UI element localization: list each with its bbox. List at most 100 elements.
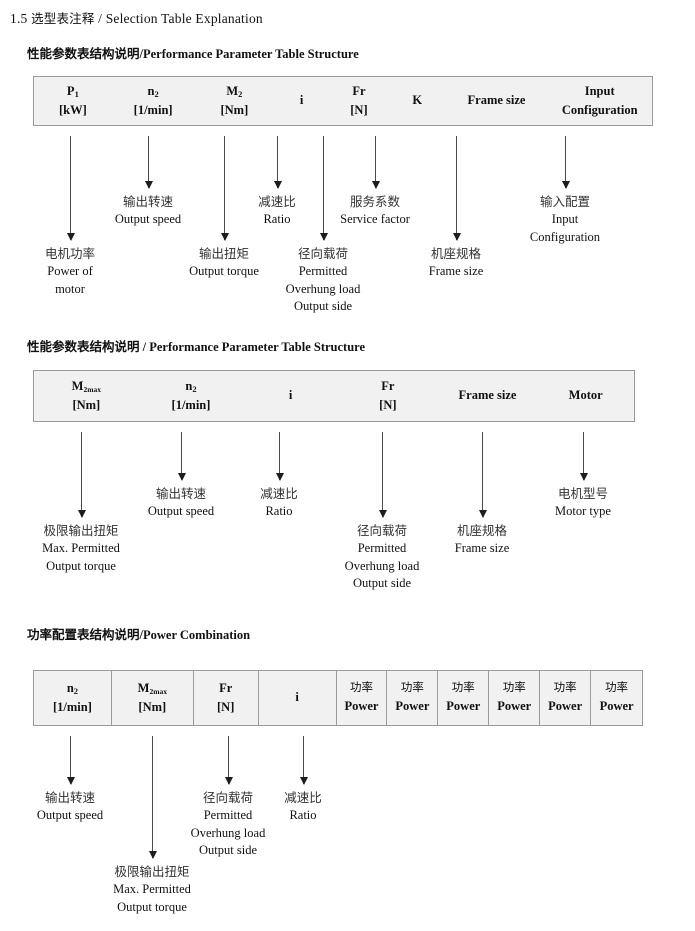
note-max-output-torque-3-en2: Output torque	[117, 899, 187, 914]
table-3-col-power-6: 功率 Power	[591, 671, 642, 725]
section-title-en: Selection Table Explanation	[105, 11, 263, 26]
table-3-col-power-4-cn: 功率	[502, 680, 526, 695]
note-frame-size-2-cn: 机座规格	[456, 523, 507, 538]
arrow-to-overhung-load-1	[319, 136, 328, 241]
table-2-col-fr: Fr [N]	[338, 371, 438, 421]
arrow-to-ratio-2	[275, 432, 284, 481]
note-motor-type: 电机型号 Motor type	[555, 485, 611, 521]
table-3-col-n2: n2 [1/min]	[34, 671, 112, 725]
note-output-torque-1-en1: Output torque	[189, 263, 259, 278]
table-3-col-power-5: 功率 Power	[540, 671, 592, 725]
note-overhung-load-3: 径向载荷 Permitted Overhung load Output side	[191, 789, 266, 860]
table-3-col-power-1: 功率 Power	[337, 671, 388, 725]
table-1-col-i: i	[274, 77, 329, 125]
table-1-col-input-configuration-line2: Configuration	[561, 103, 638, 117]
table-3-col-power-3-en: Power	[446, 699, 481, 714]
table-1-col-fr: Fr [N]	[329, 77, 389, 125]
table-3-col-power-1-en: Power	[344, 699, 379, 714]
table-3-col-n2-sub: 2	[73, 685, 79, 696]
table-1-col-m2-unit: [Nm]	[220, 103, 249, 117]
arrow-to-output-speed-2	[177, 432, 186, 481]
arrow-to-ratio-1	[273, 136, 282, 189]
table-3-col-power-6-en: Power	[599, 699, 634, 714]
table-3-col-power-4: 功率 Power	[489, 671, 541, 725]
note-frame-size-2-en1: Frame size	[454, 540, 510, 555]
note-input-configuration: 输入配置 Input Configuration	[530, 193, 600, 246]
section-title-cn: 选型表注释	[31, 11, 95, 26]
note-max-output-torque-3-en1: Max. Permitted	[113, 881, 191, 896]
arrow-to-output-speed-1	[144, 136, 153, 189]
table-3-col-fr-symbol: Fr	[219, 680, 233, 695]
arrow-to-max-output-torque-3	[148, 736, 157, 859]
table-2-col-fr-symbol: Fr	[381, 378, 395, 393]
note-max-output-torque-2-cn: 极限输出扭矩	[43, 523, 119, 538]
note-frame-size-1: 机座规格 Frame size	[429, 245, 484, 281]
table-3-col-m2max-symbol: M	[137, 680, 150, 695]
table-1-col-n2-symbol: n	[147, 83, 155, 98]
table-3-col-power-1-cn: 功率	[349, 680, 373, 695]
table-3-col-power-3-cn: 功率	[451, 680, 475, 695]
note-overhung-load-1-en3: Output side	[294, 299, 352, 314]
block-3-heading-en: Power Combination	[143, 628, 251, 642]
note-ratio-2-en1: Ratio	[265, 503, 293, 518]
note-overhung-load-3-en3: Output side	[199, 843, 257, 858]
note-max-output-torque-3-cn: 极限输出扭矩	[114, 864, 190, 879]
table-3-col-power-5-cn: 功率	[553, 680, 577, 695]
note-overhung-load-1: 径向载荷 Permitted Overhung load Output side	[286, 245, 361, 316]
table-3-col-power-2-cn: 功率	[400, 680, 424, 695]
note-frame-size-1-en1: Frame size	[428, 263, 484, 278]
note-output-speed-3: 输出转速 Output speed	[37, 789, 103, 825]
note-max-output-torque-2-en1: Max. Permitted	[42, 540, 120, 555]
table-3-col-power-4-en: Power	[497, 699, 532, 714]
table-2-col-n2-unit: [1/min]	[171, 398, 211, 412]
arrow-to-overhung-load-3	[224, 736, 233, 785]
table-2-col-i-symbol: i	[288, 388, 293, 403]
note-ratio-3: 减速比 Ratio	[284, 789, 322, 825]
block-1-heading-separator: /	[139, 47, 143, 61]
arrow-to-input-configuration	[561, 136, 570, 189]
note-ratio-1: 减速比 Ratio	[258, 193, 296, 229]
note-power-of-motor-cn: 电机功率	[44, 246, 96, 261]
note-service-factor: 服务系数 Service factor	[340, 193, 410, 229]
note-overhung-load-1-en1: Permitted	[298, 263, 348, 278]
section-title-separator: /	[94, 11, 106, 26]
table-3-col-power-5-en: Power	[548, 699, 583, 714]
table-1-col-i-symbol: i	[299, 93, 304, 108]
table-2-col-motor-symbol: Motor	[568, 388, 603, 403]
table-3-col-i-symbol: i	[295, 690, 299, 705]
block-2-heading: 性能参数表结构说明 / Performance Parameter Table …	[27, 336, 365, 355]
note-max-output-torque-2-en2: Output torque	[46, 558, 116, 573]
table-1-col-p1-symbol: P	[66, 83, 75, 98]
note-overhung-load-1-cn: 径向载荷	[297, 246, 349, 261]
note-output-speed-2-cn: 输出转速	[155, 486, 206, 501]
table-2-col-m2max: M2max [Nm]	[34, 371, 139, 421]
note-overhung-load-2: 径向载荷 Permitted Overhung load Output side	[345, 522, 420, 593]
performance-parameter-table-2: M2max [Nm] n2 [1/min] i Fr [N] Frame siz…	[33, 370, 635, 422]
table-2-col-frame-size: Frame size	[438, 371, 538, 421]
table-1-col-input-configuration-line1: Input	[584, 83, 615, 98]
note-ratio-1-en1: Ratio	[263, 211, 291, 226]
table-3-col-n2-symbol: n	[66, 680, 74, 695]
note-output-speed-1-cn: 输出转速	[122, 194, 173, 209]
arrow-to-ratio-3	[299, 736, 308, 785]
table-2-col-n2: n2 [1/min]	[139, 371, 244, 421]
table-3-col-power-2: 功率 Power	[387, 671, 439, 725]
note-overhung-load-2-en3: Output side	[353, 576, 411, 591]
note-motor-type-cn: 电机型号	[557, 486, 608, 501]
table-2-col-fr-unit: [N]	[379, 398, 397, 412]
arrow-to-max-output-torque-2	[77, 432, 86, 518]
table-1-col-m2-symbol: M	[226, 83, 239, 98]
note-overhung-load-3-en2: Overhung load	[190, 825, 266, 840]
note-output-speed-2: 输出转速 Output speed	[148, 485, 214, 521]
note-output-speed-1: 输出转速 Output speed	[115, 193, 181, 229]
note-power-of-motor-en1: Power of	[47, 263, 93, 278]
table-2-col-m2max-symbol: M	[71, 378, 84, 393]
table-1-col-input-configuration: Input Configuration	[547, 77, 652, 125]
table-1-col-n2: n2 [1/min]	[112, 77, 195, 125]
table-3-col-power-2-en: Power	[395, 699, 430, 714]
power-combination-table: n2 [1/min] M2max [Nm] Fr [N] i 功率 Power …	[33, 670, 643, 726]
table-3-col-i: i	[259, 671, 337, 725]
table-3-col-m2max-unit: [Nm]	[138, 700, 167, 714]
table-3-col-power-6-cn: 功率	[605, 680, 629, 695]
table-3-col-power-3: 功率 Power	[438, 671, 490, 725]
